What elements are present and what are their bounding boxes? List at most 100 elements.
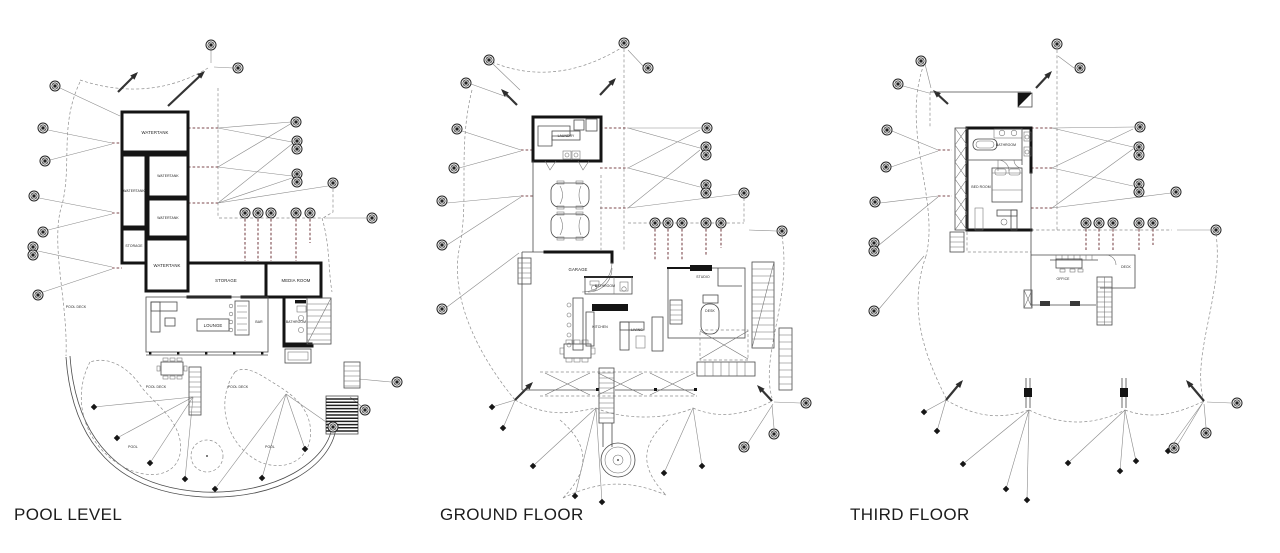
dining-table bbox=[160, 361, 184, 376]
room-watertank-mid-lower bbox=[146, 197, 190, 239]
walkway-bench bbox=[696, 361, 756, 377]
spa bbox=[600, 442, 636, 478]
reference-lines bbox=[915, 50, 1218, 423]
bed bbox=[991, 167, 1023, 203]
callout-bubble bbox=[1200, 427, 1212, 439]
kitchen-island bbox=[572, 297, 584, 351]
pool-ladder bbox=[188, 366, 202, 416]
callout-bubble bbox=[1134, 121, 1146, 133]
sofa bbox=[619, 321, 630, 351]
room-watertank-main bbox=[120, 110, 190, 154]
callout-bubble bbox=[738, 441, 750, 453]
stair-small bbox=[517, 257, 532, 285]
desk bbox=[996, 209, 1018, 217]
main-floor bbox=[517, 250, 793, 397]
desk bbox=[702, 294, 719, 304]
callout-bubble bbox=[1080, 217, 1092, 229]
callout-bubble bbox=[1231, 397, 1243, 409]
desk-chair bbox=[700, 303, 720, 335]
pillow bbox=[1008, 168, 1021, 176]
balcony bbox=[1023, 289, 1033, 309]
room-label: LOUNGE bbox=[204, 323, 223, 328]
callout-bubble bbox=[1051, 38, 1063, 50]
ground-anchor bbox=[933, 427, 941, 435]
ground-anchor bbox=[920, 408, 928, 416]
lounge-label-box bbox=[196, 318, 230, 332]
reference-lines bbox=[457, 47, 785, 499]
callout-bubble bbox=[1170, 186, 1182, 198]
sofa bbox=[150, 301, 161, 333]
room-labels: WATERTANK WATERTANK WATERTANK WATERTANK … bbox=[66, 130, 311, 449]
door-arc bbox=[1105, 254, 1117, 266]
room-label: WATERTANK bbox=[157, 174, 179, 178]
sink bbox=[296, 305, 307, 313]
ground-anchor bbox=[1023, 496, 1031, 504]
deck-anchor bbox=[258, 474, 266, 482]
room-label: STORAGE bbox=[125, 244, 143, 248]
callout-bubble bbox=[1168, 442, 1180, 454]
leader-lines bbox=[37, 50, 392, 490]
callout-bubble bbox=[460, 77, 472, 89]
callout-bubble bbox=[436, 195, 448, 207]
tensile-structure bbox=[920, 378, 1205, 504]
room-label: POOL DECK bbox=[66, 305, 87, 309]
deck-anchor bbox=[301, 445, 309, 453]
bar-stool bbox=[228, 327, 234, 333]
room-watertank-left bbox=[120, 153, 148, 229]
garden-stair-spa bbox=[488, 367, 706, 506]
appliance bbox=[571, 150, 581, 160]
room-label: BATHROOM bbox=[996, 143, 1016, 147]
callout-bubble bbox=[32, 289, 44, 301]
callout-bubble bbox=[768, 428, 780, 440]
door-swing bbox=[577, 160, 590, 171]
arrow-icon bbox=[117, 68, 208, 107]
callout-bubble bbox=[800, 397, 812, 409]
callout-bubble bbox=[436, 239, 448, 251]
room-labels: BATHROOM BED ROOM OFFICE DECK bbox=[971, 143, 1131, 281]
room-label: BED ROOM bbox=[971, 185, 990, 189]
callout-bubble bbox=[39, 155, 51, 167]
callout-bubble bbox=[205, 39, 217, 51]
laundry-label-box bbox=[551, 130, 581, 141]
callout-bubbles bbox=[27, 39, 403, 433]
callout-bubble bbox=[868, 305, 880, 317]
ground-anchor bbox=[698, 462, 706, 470]
deck-anchor bbox=[113, 434, 121, 442]
callout-bubble bbox=[239, 207, 251, 219]
callout-bubble bbox=[28, 190, 40, 202]
coffee-table bbox=[635, 335, 646, 349]
car bbox=[550, 213, 590, 239]
washer bbox=[573, 119, 585, 131]
room-label: MEDIA ROOM bbox=[282, 278, 311, 283]
ground-anchor bbox=[959, 460, 967, 468]
ground-anchor bbox=[1132, 457, 1140, 465]
car bbox=[550, 182, 590, 208]
callout-bubble bbox=[291, 176, 303, 188]
callout-bubble bbox=[448, 162, 460, 174]
pool-bathroom bbox=[284, 300, 312, 364]
third-floor-plan: BATHROOM BED ROOM OFFICE DECK THIRD FLOO… bbox=[850, 38, 1243, 524]
room-label: LIVING bbox=[631, 328, 643, 332]
carport bbox=[550, 180, 590, 241]
stair-down bbox=[598, 367, 615, 424]
stair-small bbox=[343, 361, 361, 389]
bar-stool bbox=[228, 319, 234, 325]
callout-bubble bbox=[676, 217, 688, 229]
ground-anchor bbox=[598, 498, 606, 506]
callout-bubble bbox=[618, 37, 630, 49]
mast bbox=[1024, 388, 1032, 397]
ground-floor-plan: LAUNDRY GARAGE BATHROOM STUDIO DESK KITC… bbox=[436, 37, 812, 524]
room-label: BATHROOM bbox=[286, 320, 306, 324]
callout-bubble bbox=[649, 217, 661, 229]
deck-anchor bbox=[211, 485, 219, 493]
callout-bubble bbox=[451, 123, 463, 135]
stair-long bbox=[751, 261, 775, 349]
louvre-wall bbox=[954, 127, 968, 231]
room-label: WATERTANK bbox=[157, 216, 179, 220]
room-label: STORAGE bbox=[215, 278, 237, 283]
callout-bubble bbox=[1210, 224, 1222, 236]
callout-bubble bbox=[436, 303, 448, 315]
callout-bubble bbox=[252, 207, 264, 219]
kitchen-counter bbox=[585, 311, 595, 347]
